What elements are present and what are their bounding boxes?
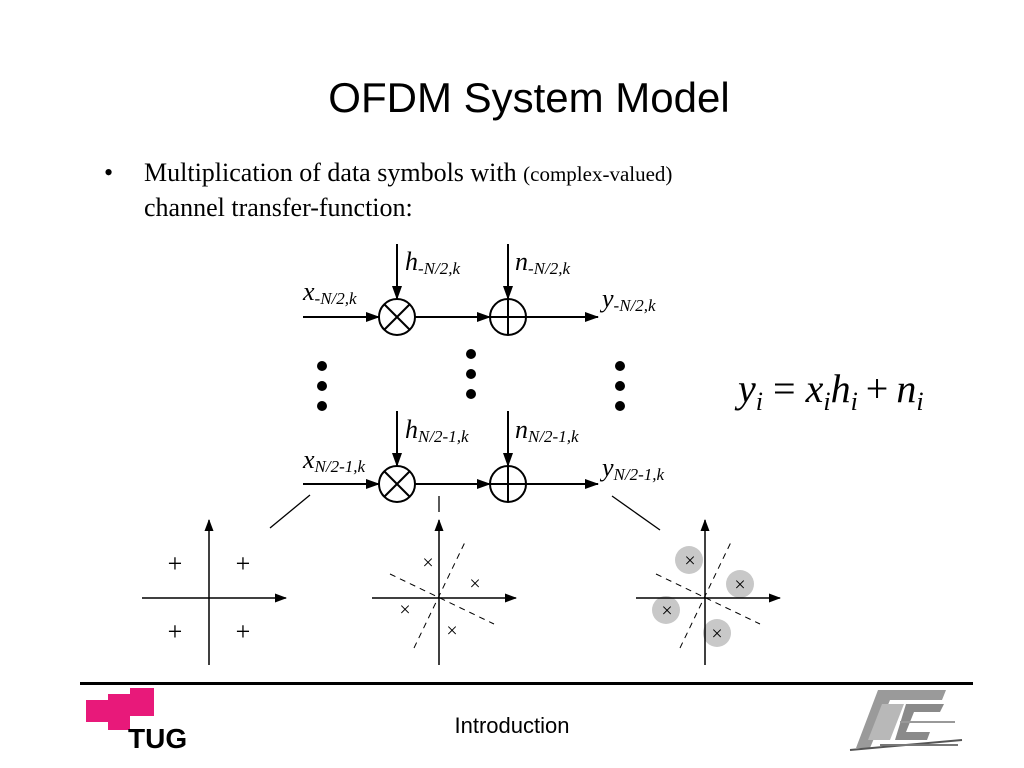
constellation-rotated: × × × × <box>372 519 517 665</box>
top-adder <box>489 298 527 336</box>
tug-logo-icon <box>86 688 154 730</box>
constellation-transmitted: + + + + <box>142 519 287 665</box>
connector-right <box>611 495 661 531</box>
bottom-adder <box>489 465 527 503</box>
top-multiplier <box>378 298 416 336</box>
footer-label: Introduction <box>454 713 570 738</box>
symbol-point: + <box>168 549 183 578</box>
symbol-point: × <box>734 574 745 596</box>
symbol-point: × <box>711 623 722 645</box>
bottom-noise-label: nN/2-1,k <box>515 415 579 446</box>
ellipsis-left <box>317 361 327 411</box>
top-input-label: x-N/2,k <box>302 277 357 308</box>
top-output-label: y-N/2,k <box>599 284 656 315</box>
bottom-output-label: yN/2-1,k <box>599 453 665 484</box>
symbol-point: × <box>684 550 695 572</box>
bullet-main-text: Multiplication of data symbols with <box>144 158 524 187</box>
ellipsis-middle <box>466 349 476 399</box>
bullet-marker: • <box>104 158 114 187</box>
constellation-noisy: × × × × <box>636 519 781 665</box>
bottom-channel-label: hN/2-1,k <box>405 415 469 446</box>
footer-divider <box>80 682 973 685</box>
connector-left <box>269 494 311 529</box>
symbol-point: × <box>661 600 672 622</box>
symbol-point: × <box>469 573 480 595</box>
top-noise-label: n-N/2,k <box>515 247 570 278</box>
bottom-input-label: xN/2-1,k <box>302 445 366 476</box>
symbol-point: + <box>236 617 251 646</box>
symbol-point: × <box>422 552 433 574</box>
bottom-branch: xN/2-1,k hN/2-1,k nN/2-1,k yN/2-1,k <box>302 411 665 503</box>
ellipsis-right <box>615 361 625 411</box>
symbol-point: + <box>236 549 251 578</box>
bullet-text: Multiplication of data symbols with (com… <box>144 156 904 225</box>
bullet-paren-text: (complex-valued) <box>523 162 673 186</box>
noise-blobs <box>652 546 754 647</box>
institute-logo-icon <box>849 690 963 751</box>
equation: yi=xihi+ni <box>734 366 924 416</box>
top-channel-label: h-N/2,k <box>405 247 460 278</box>
symbol-point: × <box>446 620 457 642</box>
noisy-points: × × × × <box>661 550 745 645</box>
bullet-line2-text: channel transfer-function: <box>144 193 413 222</box>
symbol-point: × <box>399 599 410 621</box>
top-branch: x-N/2,k h-N/2,k n-N/2,k y-N/2,k <box>302 244 656 336</box>
bottom-multiplier <box>378 465 416 503</box>
slide-title: OFDM System Model <box>328 74 730 121</box>
symbol-point: + <box>168 617 183 646</box>
tug-logo-text: TUG <box>128 723 188 754</box>
rotated-points: × × × × <box>399 552 480 642</box>
transmitted-points: + + + + <box>168 549 251 646</box>
